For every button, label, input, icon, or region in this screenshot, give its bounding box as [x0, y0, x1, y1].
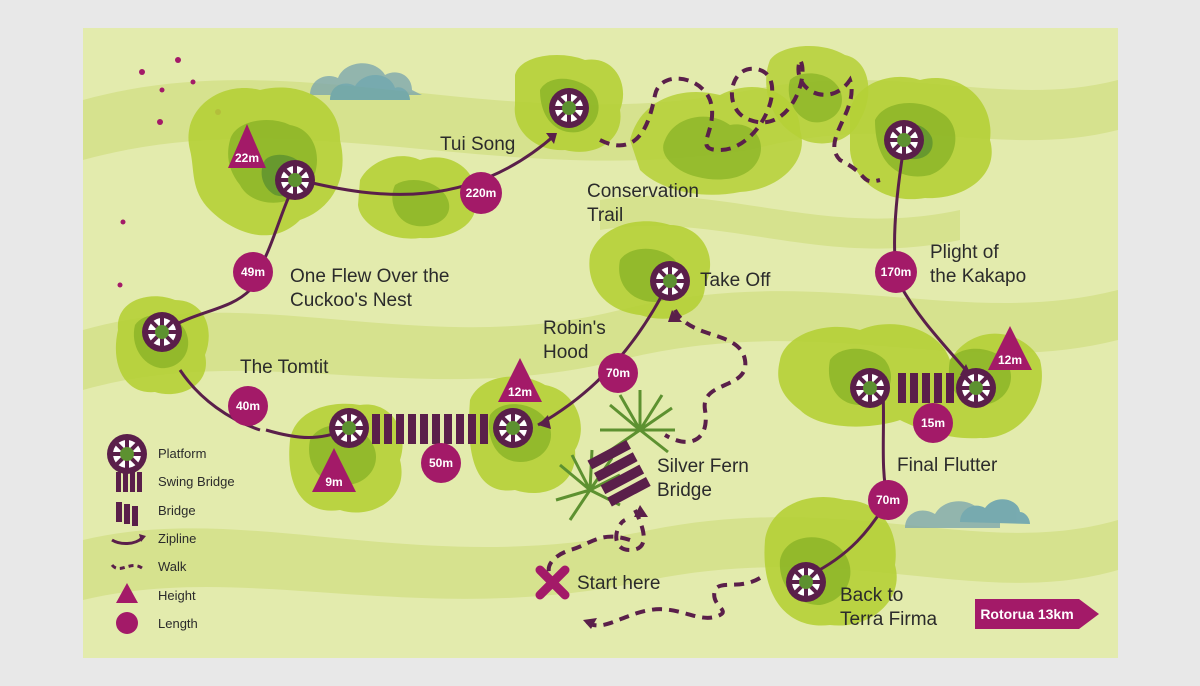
legend-platform-label: Platform — [158, 446, 207, 461]
label-robins-hood: Robin's Hood — [543, 318, 606, 363]
label-plight-of-the-kakapo: Plight of the Kakapo — [930, 242, 1027, 287]
legend-bridge-label: Bridge — [158, 503, 196, 518]
height-marker — [228, 124, 1032, 492]
tree-cluster — [358, 156, 476, 239]
legend-length-label: Length — [158, 616, 198, 631]
walk-path — [546, 55, 881, 628]
legend-icons — [105, 432, 149, 634]
swing-bridge — [372, 414, 488, 444]
label-final-flutter: Final Flutter — [897, 455, 998, 476]
signpost-arrow-icon — [1079, 599, 1099, 629]
swing-bridge — [898, 373, 954, 403]
signpost-rotorua: Rotorua 13km — [975, 599, 1079, 629]
legend-height-label: Height — [158, 588, 196, 603]
label-take-off: Take Off — [700, 270, 771, 291]
label-silver-fern-bridge: Silver Fern Bridge — [657, 456, 749, 501]
label-back-to-terra-firma: Back to Terra Firma — [840, 585, 938, 630]
label-tui-song: Tui Song — [440, 134, 516, 155]
legend-walk-label: Walk — [158, 559, 187, 574]
label-start-here: Start here — [577, 573, 661, 594]
legend-swing-bridge-label: Swing Bridge — [158, 474, 235, 489]
label-conservation-trail: Conservation Trail — [587, 181, 699, 226]
label-the-tomtit: The Tomtit — [240, 357, 329, 378]
legend-zipline-label: Zipline — [158, 531, 197, 546]
cloud-icon — [310, 63, 422, 100]
start-marker-icon — [535, 565, 570, 600]
fern-icon — [555, 390, 675, 521]
label-one-flew: One Flew Over the Cuckoo's Nest — [290, 266, 450, 311]
bridge — [587, 439, 651, 507]
cloud-icon — [905, 499, 1030, 528]
